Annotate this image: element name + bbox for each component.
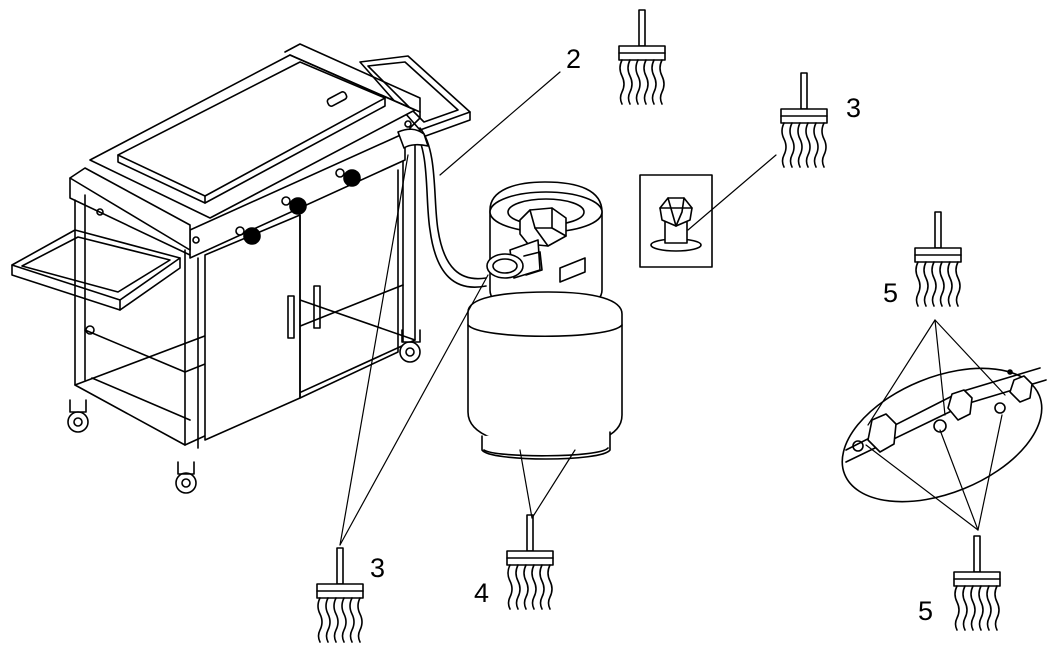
brush-icon (953, 535, 1001, 631)
brush-icon (316, 547, 364, 643)
callout-3-regulator: 3 (370, 553, 386, 583)
brush-icon (506, 514, 554, 610)
leader-lines (340, 72, 1005, 545)
brush-icon (618, 9, 666, 105)
callout-5-lower: 5 (918, 596, 934, 626)
brush-icon (780, 72, 828, 168)
callout-2: 2 (566, 44, 582, 74)
callout-5-upper: 5 (883, 278, 899, 308)
gas-hose (414, 130, 486, 287)
propane-cylinder (468, 182, 622, 459)
callout-3-valve: 3 (846, 93, 862, 123)
griddle-grill (12, 44, 470, 493)
brush-icon (914, 211, 962, 307)
valve-inset (640, 175, 712, 267)
callout-4: 4 (474, 578, 490, 608)
